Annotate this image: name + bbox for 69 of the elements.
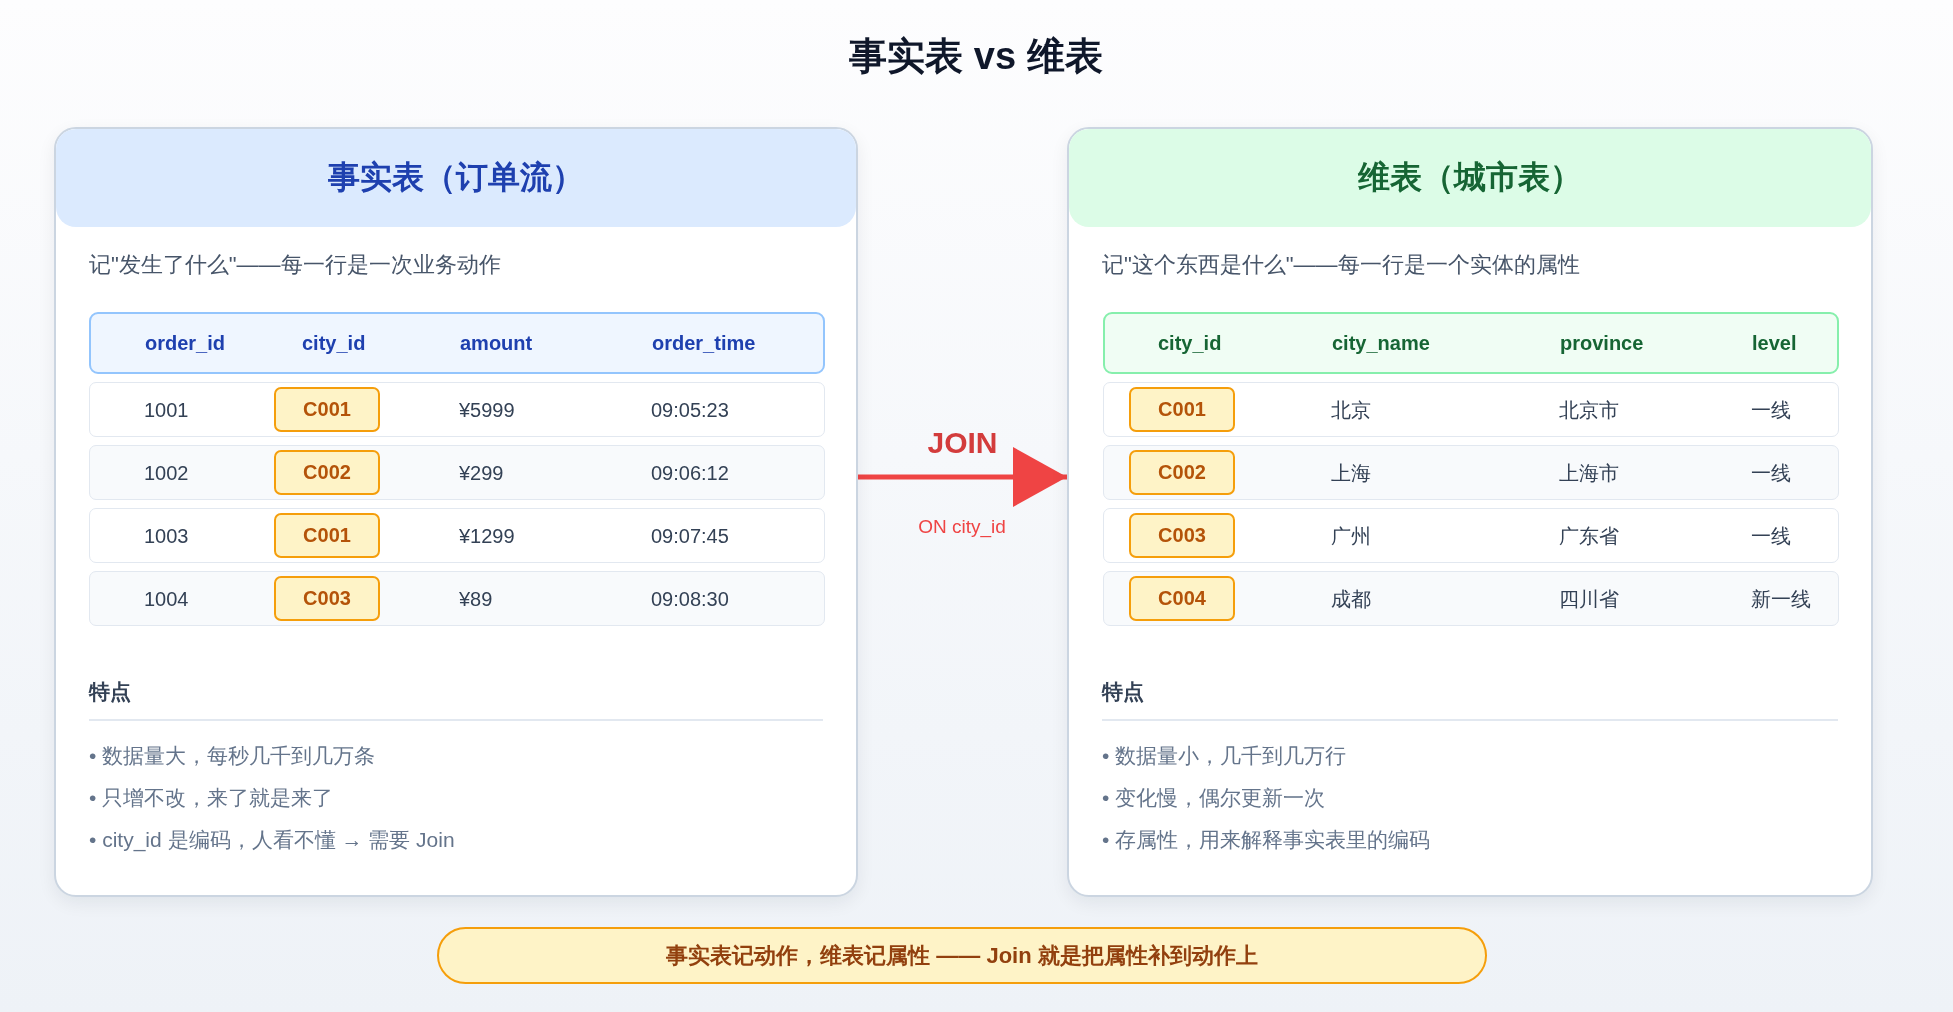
city-code-badge: C002 <box>1129 450 1235 495</box>
table-row <box>89 571 825 626</box>
column-header: province <box>1560 331 1644 356</box>
table-row <box>89 508 825 563</box>
table-value: ¥89 <box>459 586 493 612</box>
column-header: city_id <box>1158 331 1222 356</box>
table-value: 新一线 <box>1751 586 1811 612</box>
table-value: 09:08:30 <box>651 586 729 612</box>
table-row <box>1103 571 1839 626</box>
column-header: amount <box>460 331 533 356</box>
column-header: order_time <box>652 331 756 356</box>
bullet-item: • 数据量小，几千到几万行 <box>1102 743 1347 769</box>
table-row <box>89 382 825 437</box>
table-value: 上海市 <box>1559 460 1619 486</box>
table-value: 北京市 <box>1559 397 1619 423</box>
table-value: 1001 <box>144 397 189 423</box>
summary-banner: 事实表记动作，维表记属性 —— Join 就是把属性补到动作上 <box>437 927 1487 984</box>
table-value: 09:06:12 <box>651 460 729 486</box>
city-code-badge: C001 <box>1129 387 1235 432</box>
card-subtitle: 记"发生了什么"——每一行是一次业务动作 <box>89 251 501 279</box>
card-subtitle: 记"这个东西是什么"——每一行是一个实体的属性 <box>1102 251 1580 279</box>
card-header: 维表（城市表） <box>1069 129 1871 227</box>
table-value: 广东省 <box>1559 523 1619 549</box>
table-row <box>1103 445 1839 500</box>
card-header: 事实表（订单流） <box>56 129 856 227</box>
table-value: ¥1299 <box>459 523 515 549</box>
table-row <box>89 445 825 500</box>
table-value: 09:05:23 <box>651 397 729 423</box>
column-header: city_id <box>302 331 366 356</box>
city-code-badge: C003 <box>1129 513 1235 558</box>
table-value: ¥5999 <box>459 397 515 423</box>
table-header-row <box>1103 312 1839 374</box>
table-row <box>1103 508 1839 563</box>
city-code-badge: C004 <box>1129 576 1235 621</box>
table-card <box>1067 127 1873 897</box>
city-code-badge: C001 <box>274 513 380 558</box>
table-value: 一线 <box>1751 397 1791 423</box>
city-code-badge: C003 <box>274 576 380 621</box>
table-value: ¥299 <box>459 460 504 486</box>
section-heading: 特点 <box>89 679 131 705</box>
bullet-item: • 变化慢，偶尔更新一次 <box>1102 785 1326 811</box>
table-value: 1002 <box>144 460 189 486</box>
table-value: 09:07:45 <box>651 523 729 549</box>
table-header-row <box>89 312 825 374</box>
edge-label: JOIN <box>927 425 998 461</box>
column-header: order_id <box>145 331 226 356</box>
diagram-title: 事实表 vs 维表 <box>849 34 1103 79</box>
city-code-badge: C002 <box>274 450 380 495</box>
join-condition: ON city_id <box>918 516 1006 538</box>
bullet-item: • 存属性，用来解释事实表里的编码 <box>1102 827 1431 853</box>
table-row <box>1103 382 1839 437</box>
section-heading: 特点 <box>1102 679 1144 705</box>
bullet-item: • city_id 是编码，人看不懂 → 需要 Join <box>89 827 455 854</box>
table-value: 四川省 <box>1559 586 1619 612</box>
bullet-item: • 数据量大，每秒几千到几万条 <box>89 743 376 769</box>
table-value: 一线 <box>1751 460 1791 486</box>
bullet-item: • 只增不改，来了就是来了 <box>89 785 334 811</box>
column-header: city_name <box>1332 331 1430 356</box>
city-code-badge: C001 <box>274 387 380 432</box>
table-value: 上海 <box>1331 460 1371 486</box>
table-value: 北京 <box>1331 397 1371 423</box>
table-value: 1004 <box>144 586 189 612</box>
table-value: 一线 <box>1751 523 1791 549</box>
table-card <box>54 127 858 897</box>
table-value: 1003 <box>144 523 189 549</box>
column-header: level <box>1752 331 1797 356</box>
table-value: 广州 <box>1331 523 1371 549</box>
arrow <box>858 447 1067 507</box>
table-value: 成都 <box>1331 586 1371 612</box>
